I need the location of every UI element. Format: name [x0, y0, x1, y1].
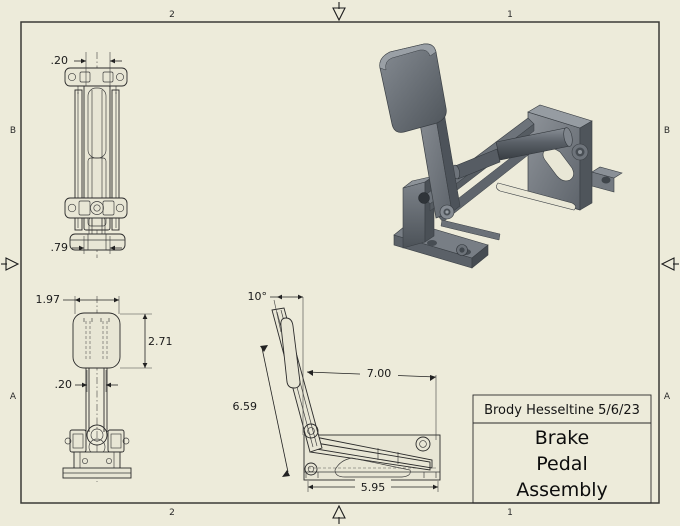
dimension-label-top-271: 2.71	[148, 335, 173, 348]
upper-pivot-bracket	[64, 67, 128, 94]
right-center-arrow-icon	[660, 257, 679, 271]
iso-linkage-rod	[440, 219, 501, 241]
title-block: Brody Hesseltine 5/6/23 Brake Pedal Asse…	[472, 394, 652, 504]
dimension-label-top-197: 1.97	[36, 293, 61, 306]
side-orthographic-view: 10° 6.59 7.00 5.95	[233, 290, 441, 494]
dimension-side-659: 6.59	[233, 345, 290, 477]
dimension-label-side-angle: 10°	[248, 290, 268, 303]
dimension-front-079: .79	[51, 236, 122, 254]
title-block-line-2: Pedal	[536, 453, 587, 475]
dimension-label-front-079: .79	[51, 241, 69, 254]
top-view-pivot-block	[64, 424, 130, 456]
dimension-label-side-659: 6.59	[233, 400, 258, 413]
title-block-line-3: Assembly	[516, 479, 608, 501]
title-block-author: Brody Hesseltine 5/6/23	[484, 403, 640, 418]
zone-label-bottom-1: 1	[507, 508, 513, 518]
dimension-label-front-020: .20	[51, 54, 69, 67]
side-view-pivots	[303, 423, 431, 476]
dimension-top-197: 1.97	[36, 293, 120, 314]
zone-label-right-a: A	[664, 392, 671, 402]
zone-label-right-b: B	[664, 126, 670, 136]
dimension-side-angle: 10°	[248, 290, 304, 435]
top-orthographic-view: 1.97 2.71 .20	[36, 293, 173, 482]
pedal-pad	[72, 312, 121, 369]
pedal-pad-side	[280, 317, 301, 389]
left-center-arrow-icon	[1, 257, 20, 271]
iso-left-bracket	[402, 175, 435, 249]
title-block-line-1: Brake	[535, 427, 590, 449]
dimension-side-595: 5.95	[307, 479, 439, 494]
zone-label-left-a: A	[10, 392, 17, 402]
dimension-label-side-700: 7.00	[367, 367, 392, 380]
dimension-front-020: .20	[51, 52, 122, 86]
top-view-base-mount	[62, 451, 132, 479]
zone-label-bottom-2: 2	[169, 508, 175, 518]
top-center-arrow-icon	[332, 2, 346, 22]
zone-label-top-1: 1	[507, 10, 513, 20]
zone-label-top-2: 2	[169, 10, 175, 20]
dimension-side-700: 7.00	[306, 365, 437, 440]
dimension-top-271: 2.71	[120, 313, 173, 369]
iso-cylinder	[452, 127, 573, 180]
dimension-top-020: .20	[55, 370, 118, 392]
lower-pivot-bracket	[64, 197, 128, 219]
iso-pedal-pad	[379, 43, 447, 133]
drawing-frame-border	[20, 21, 660, 504]
zone-label-left-b: B	[10, 126, 16, 136]
isometric-3d-view	[379, 43, 623, 269]
front-orthographic-view: .20 .79	[51, 52, 128, 258]
iso-pivot-bolts	[418, 192, 468, 256]
dimension-label-side-595: 5.95	[361, 481, 386, 494]
bottom-center-arrow-icon	[332, 504, 346, 524]
dimension-label-top-020: .20	[55, 378, 73, 391]
